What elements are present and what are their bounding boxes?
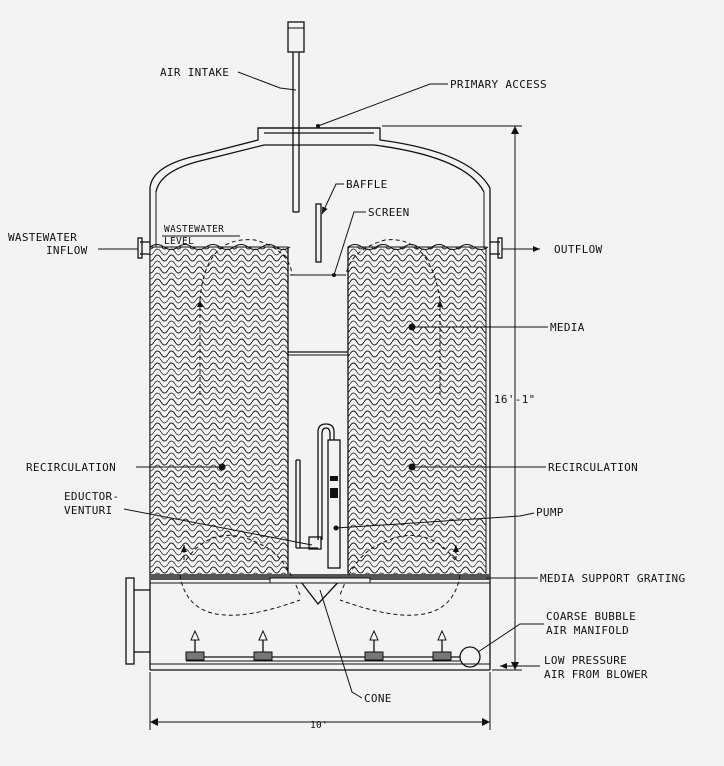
label-air-intake: AIR INTAKE xyxy=(160,66,229,79)
diffuser-4 xyxy=(432,629,452,661)
baffle xyxy=(315,203,322,263)
label-wastewater-inflow-2: INFLOW xyxy=(46,244,88,257)
leader-lines xyxy=(98,71,548,699)
label-recirculation-right: RECIRCULATION xyxy=(548,461,638,474)
cone xyxy=(269,577,371,606)
central-chamber xyxy=(287,247,349,578)
media-fill xyxy=(149,246,487,578)
label-eductor-1: EDUCTOR- xyxy=(64,490,119,503)
recirculation-flow xyxy=(179,239,461,616)
air-intake-pipe xyxy=(287,21,305,213)
pump-assembly xyxy=(295,423,341,569)
air-manifold xyxy=(186,646,481,668)
label-width-dim: 10' xyxy=(310,720,328,731)
diffuser-1 xyxy=(185,629,205,661)
label-media-support: MEDIA SUPPORT GRATING xyxy=(540,572,685,585)
label-wastewater-inflow-1: WASTEWATER xyxy=(8,231,77,244)
label-manifold-2: AIR MANIFOLD xyxy=(546,624,629,637)
label-eductor-2: VENTURI xyxy=(64,504,112,517)
recirculation-left-marker xyxy=(218,463,226,471)
outflow-nozzle xyxy=(490,237,503,259)
label-cone: CONE xyxy=(364,692,392,705)
label-low-pressure-2: AIR FROM BLOWER xyxy=(544,668,648,681)
media-marker xyxy=(408,323,416,331)
label-pump: PUMP xyxy=(536,506,564,519)
label-outflow: OUTFLOW xyxy=(554,243,603,256)
height-dimension xyxy=(382,125,522,671)
label-wastewater-level-1: WASTEWATER xyxy=(164,224,224,235)
width-dimension xyxy=(149,672,491,730)
recirculation-right-marker xyxy=(408,463,416,471)
diffuser-2 xyxy=(253,629,273,661)
label-recirculation-left: RECIRCULATION xyxy=(26,461,116,474)
label-baffle: BAFFLE xyxy=(346,178,388,191)
label-height-dim: 16'-1" xyxy=(494,393,536,406)
label-manifold-1: COARSE BUBBLE xyxy=(546,610,636,623)
inflow-nozzle xyxy=(137,237,150,259)
label-wastewater-level-2: LEVEL xyxy=(164,236,194,247)
diffuser-3 xyxy=(364,629,384,661)
label-screen: SCREEN xyxy=(368,206,410,219)
label-primary-access: PRIMARY ACCESS xyxy=(450,78,547,91)
wastewater-level-line xyxy=(149,244,489,250)
label-media: MEDIA xyxy=(550,321,585,334)
label-low-pressure-1: LOW PRESSURE xyxy=(544,654,627,667)
